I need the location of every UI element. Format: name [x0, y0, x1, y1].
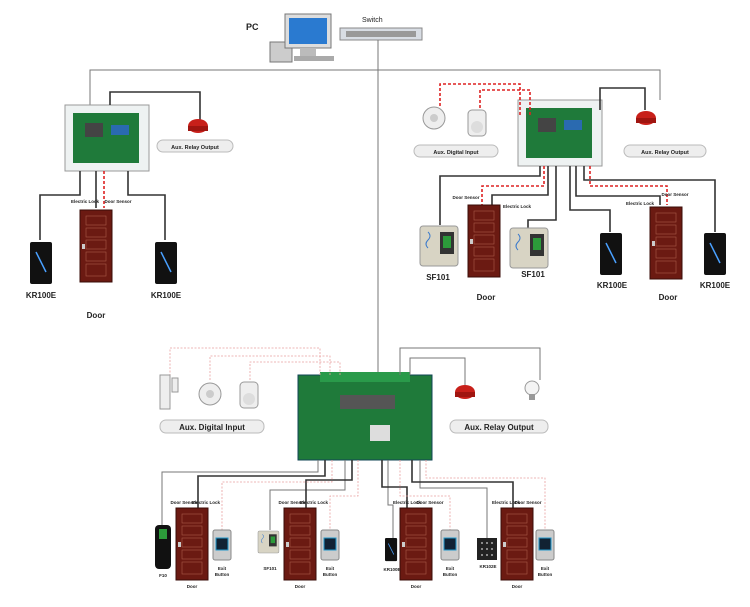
motion-sensor-icon [239, 381, 259, 409]
bottom-door-1 [175, 507, 209, 581]
left-electric-lock-label: Electric Lock [71, 199, 100, 204]
left-aux-relay-output-label: Aux. Relay Output [171, 145, 219, 151]
kr102e-keypad-icon [477, 538, 497, 560]
bottom-door-2-exit: Exit [326, 566, 335, 571]
bottom-door-4-lock: Electric Lock [492, 500, 521, 505]
exit-button-icon[interactable] [535, 529, 555, 561]
left-controller [64, 104, 150, 172]
exit-button-icon[interactable] [320, 529, 340, 561]
right-door-b-reader-right: KR100E [700, 281, 731, 290]
bottom-door-1-label: Door [187, 584, 198, 589]
bottom-door-4-label: Door [512, 584, 523, 589]
right-aux-digital-input-label: Aux. Digital Input [433, 150, 478, 156]
right-door-b-lock-label: Electric Lock [626, 201, 655, 206]
bottom-door-3-exit: Exit [446, 566, 455, 571]
bottom-door-3-lock: Electric Lock [393, 500, 422, 505]
card-reader-icon [703, 232, 727, 276]
bottom-door-1-button: Button [215, 572, 230, 577]
door-contact-icon [159, 374, 179, 410]
card-reader-icon [599, 232, 623, 276]
right-door-a-sensor-label: Door Sensor [452, 195, 479, 200]
bottom-siren-icon [455, 385, 475, 399]
right-door-a-reader-right: SF101 [521, 270, 545, 279]
bottom-door-2-label: Door [295, 584, 306, 589]
bottom-door-4-reader: KR102E [479, 564, 496, 569]
motion-sensor-icon [467, 109, 487, 137]
exit-button-icon[interactable] [212, 529, 232, 561]
bottom-door-2-reader: SF101 [263, 566, 277, 571]
left-door-sensor-label: Door Sensor [104, 199, 131, 204]
light-bulb-icon [524, 380, 540, 400]
bottom-door-4-sensor: Door Sensor [514, 500, 541, 505]
bottom-door-1-reader: F10 [159, 573, 167, 578]
sf101-reader-icon [257, 530, 280, 554]
fingerprint-reader-icon [509, 227, 549, 269]
bottom-door-2-button: Button [323, 572, 338, 577]
kr100e-reader-icon [384, 537, 398, 562]
bottom-door-2-sensor: Door Sensor [278, 500, 305, 505]
bottom-door-1-lock: Electric Lock [192, 500, 221, 505]
left-reader-label: KR100E [26, 291, 57, 300]
exit-button-icon[interactable] [440, 529, 460, 561]
bottom-aux-digital-input-label: Aux. Digital Input [179, 423, 245, 432]
right-siren-icon [636, 111, 656, 125]
bottom-door-3-label: Door [411, 584, 422, 589]
right-reader-icon [154, 241, 178, 285]
right-door-b [649, 206, 683, 280]
left-reader-icon [29, 241, 53, 285]
right-door-a-label: Door [477, 293, 496, 302]
bottom-door-3-reader: KR100E [383, 567, 400, 572]
left-siren-icon [188, 119, 208, 133]
smoke-detector-icon [198, 382, 222, 406]
bottom-door-4 [500, 507, 534, 581]
bottom-door-4-button: Button [538, 572, 553, 577]
smoke-detector-icon [422, 106, 446, 130]
right-door-b-label: Door [659, 293, 678, 302]
left-door [79, 209, 113, 283]
left-reader2-label: KR100E [151, 291, 182, 300]
right-door-a-lock-label: Electric Lock [503, 204, 532, 209]
bottom-door-1-exit: Exit [218, 566, 227, 571]
bottom-door-3 [399, 507, 433, 581]
right-door-b-reader-left: KR100E [597, 281, 628, 290]
bottom-door-1-sensor: Door Sensor [170, 500, 197, 505]
pc [269, 13, 334, 63]
bottom-door-3-sensor: Door Sensor [416, 500, 443, 505]
fingerprint-reader-icon [419, 225, 459, 267]
bottom-door-2-lock: Electric Lock [300, 500, 329, 505]
switch-label: Switch [362, 17, 383, 24]
bottom-aux-relay-output-label: Aux. Relay Output [464, 423, 534, 432]
f10-reader-icon [155, 525, 171, 569]
left-door-label: Door [87, 311, 106, 320]
switch [339, 27, 423, 41]
bottom-door-2 [283, 507, 317, 581]
right-aux-relay-output-label: Aux. Relay Output [641, 150, 689, 156]
right-door-a [467, 204, 501, 278]
right-door-b-sensor-label: Door Sensor [661, 192, 688, 197]
bottom-door-4-exit: Exit [541, 566, 550, 571]
bottom-controller [297, 372, 433, 461]
pc-label: PC [246, 22, 259, 32]
right-door-a-reader-left: SF101 [426, 273, 450, 282]
bottom-door-3-button: Button [443, 572, 458, 577]
